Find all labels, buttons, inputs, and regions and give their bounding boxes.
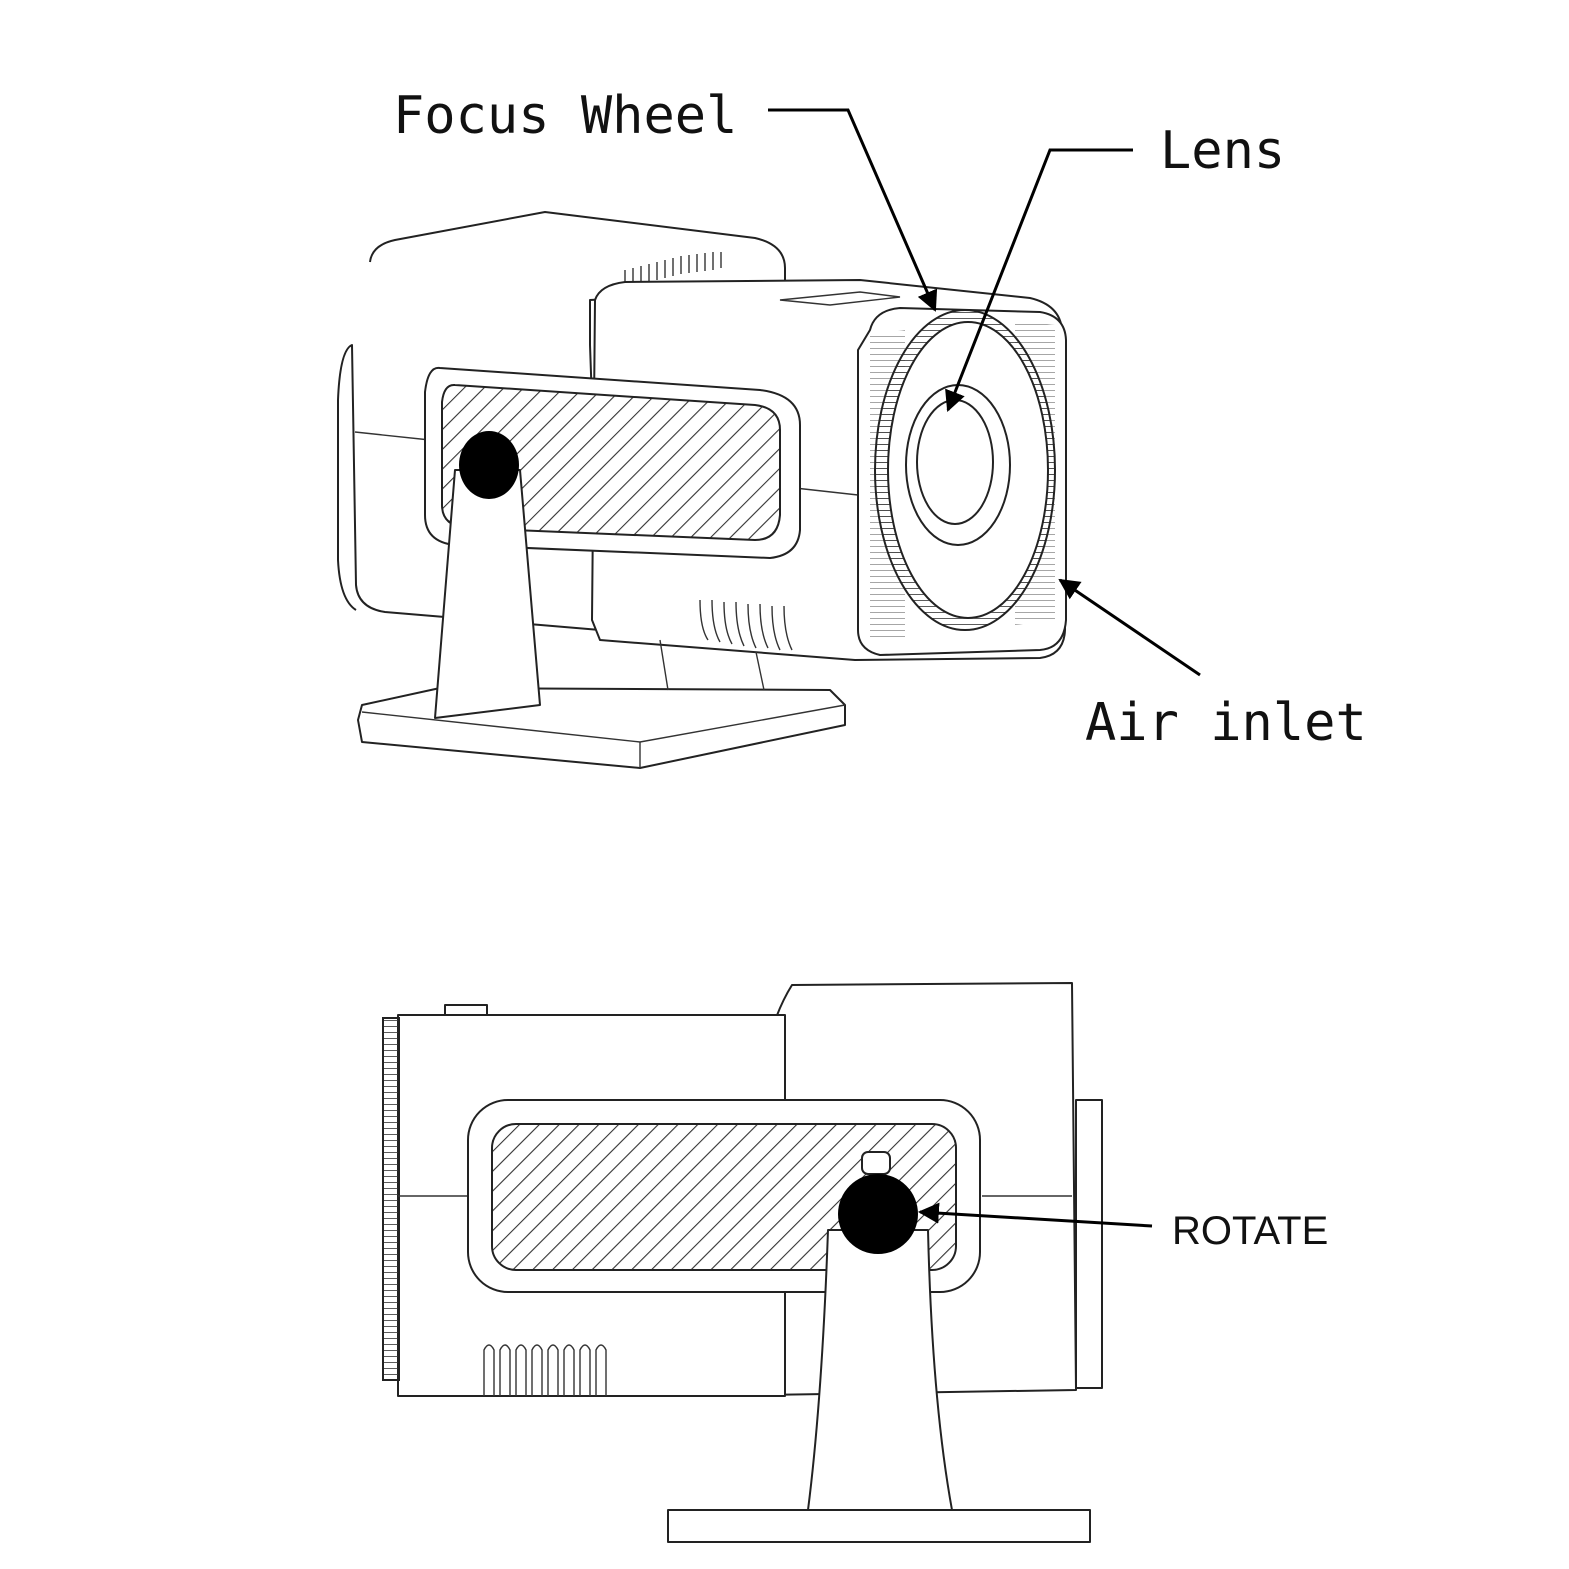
projector-perspective-view (337, 211, 1067, 769)
stand-post (434, 469, 541, 719)
rotate-label: ROTATE (1172, 1209, 1328, 1253)
focus-wheel-leader (768, 108, 938, 312)
rotate-leader (917, 1202, 1153, 1228)
stand-base (357, 687, 846, 769)
air-inlet-leader (1058, 578, 1201, 677)
side-view-vent (483, 1344, 607, 1396)
lens (905, 384, 1011, 546)
side-rotate-knob (838, 1174, 918, 1254)
side-focus-wheel (382, 1017, 400, 1381)
lens-leader (945, 148, 1133, 412)
side-stand-base (667, 1509, 1091, 1543)
lens-label: Lens (1160, 121, 1285, 181)
side-rear-cap (1075, 1099, 1103, 1389)
side-top-button (444, 1004, 488, 1016)
rotate-knob (459, 431, 519, 499)
focus-wheel-label: Focus Wheel (393, 86, 737, 146)
projector-side-view (382, 982, 1103, 1543)
top-vent (624, 252, 722, 288)
side-vent (699, 599, 793, 651)
air-inlet-label: Air inlet (1085, 693, 1367, 753)
